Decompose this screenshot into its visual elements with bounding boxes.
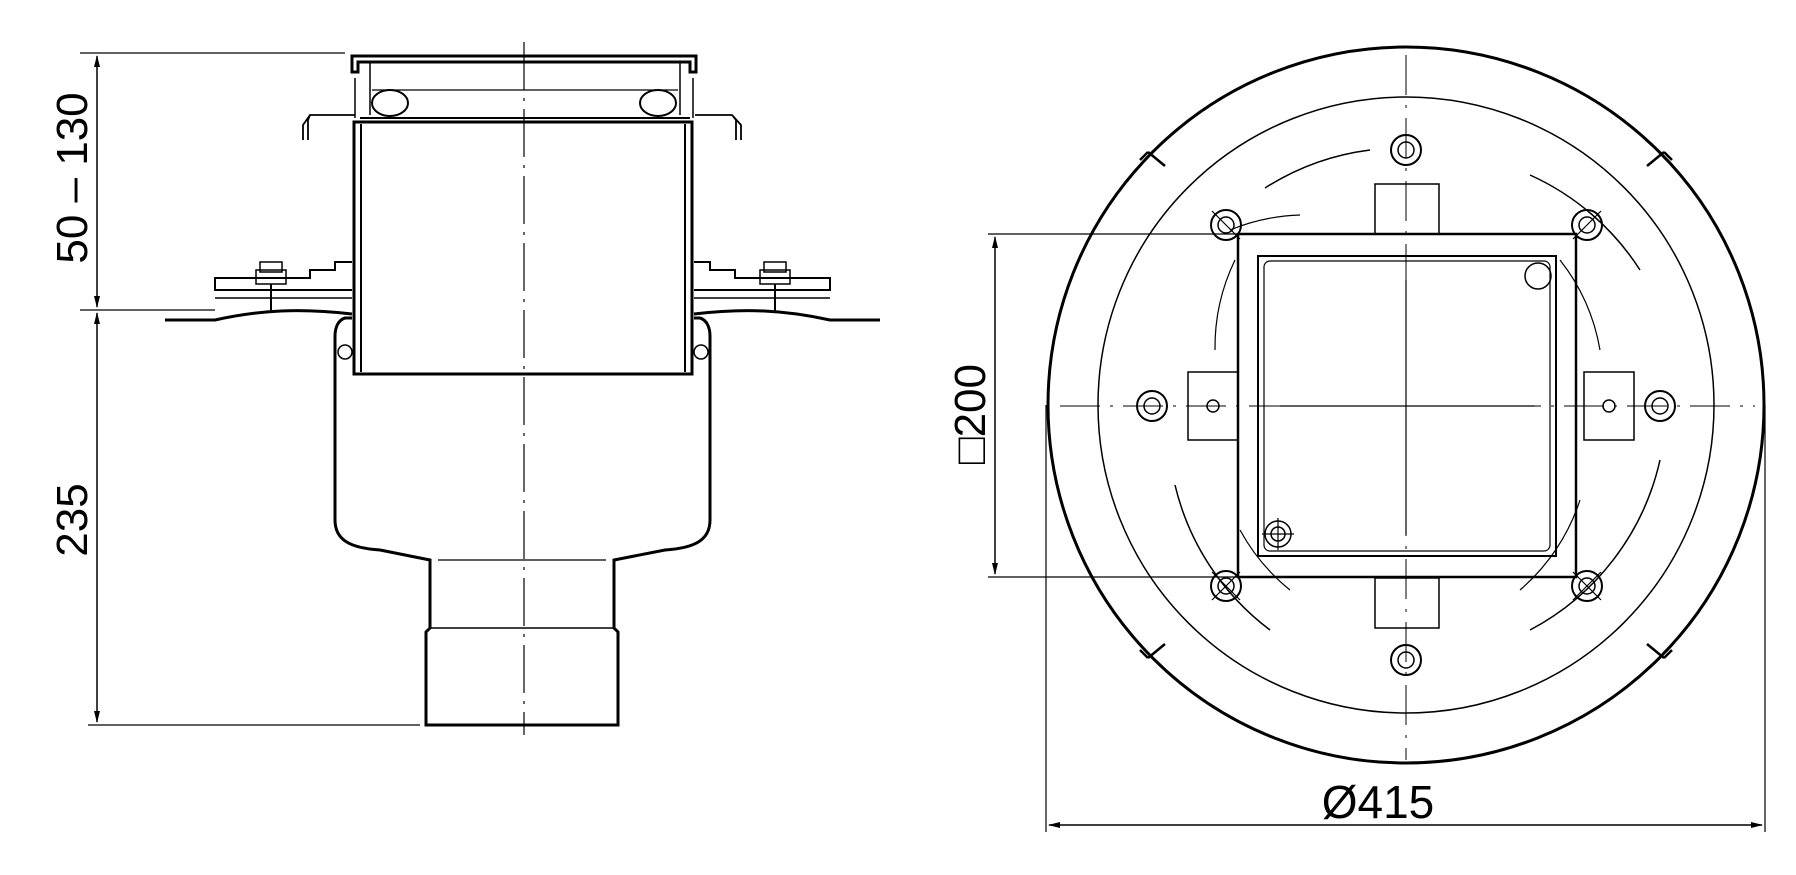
plan-view: □200 Ø415 bbox=[946, 45, 1766, 832]
dim-grate-size: □200 bbox=[946, 233, 1238, 578]
grate-size-label: □200 bbox=[946, 364, 995, 464]
dim-outer-diameter: Ø415 bbox=[1045, 405, 1766, 832]
dim-body-height: 235 bbox=[48, 312, 420, 726]
outer-diameter-label: Ø415 bbox=[1322, 776, 1435, 828]
bolt-bottom-right bbox=[1571, 570, 1603, 602]
plan-centerlines bbox=[1060, 55, 1755, 760]
grate-frame bbox=[302, 54, 742, 140]
bolt-top-right bbox=[1571, 209, 1603, 241]
bolt-bottom-left bbox=[1210, 570, 1242, 602]
flange-height-label: 50 – 130 bbox=[48, 92, 97, 263]
adjustment-sleeve bbox=[352, 120, 694, 376]
bolt-top-left bbox=[1210, 209, 1242, 241]
inner-arcs bbox=[1174, 149, 1661, 631]
dim-flange-height: 50 – 130 bbox=[48, 52, 345, 311]
clamping-flange-right bbox=[693, 261, 880, 322]
clamping-flange-left bbox=[165, 261, 353, 322]
drain-body bbox=[333, 316, 712, 727]
side-view: 50 – 130 235 bbox=[48, 42, 880, 735]
body-height-label: 235 bbox=[48, 483, 97, 556]
